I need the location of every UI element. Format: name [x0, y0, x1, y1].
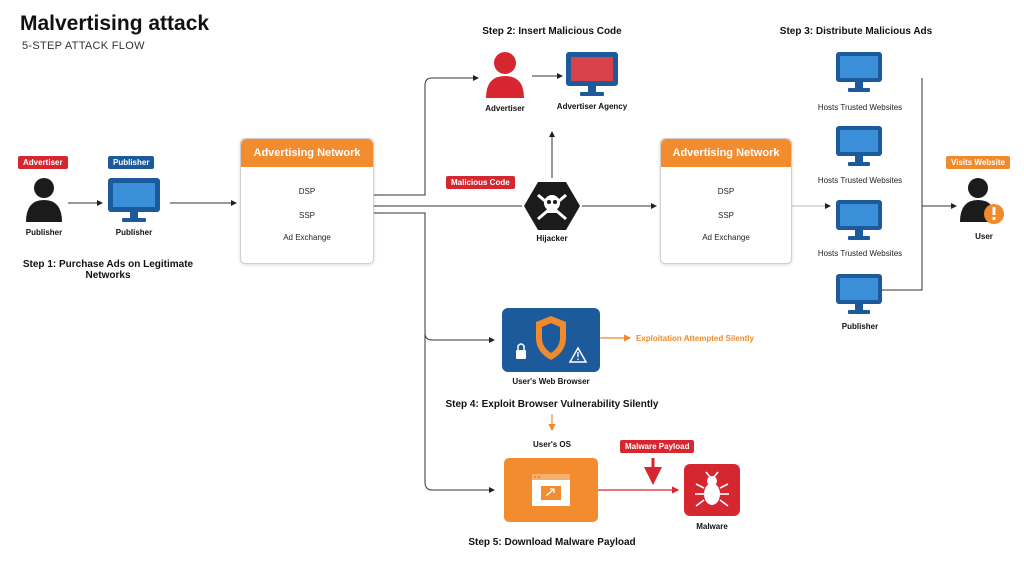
network-right-ssp: SSP — [717, 211, 734, 220]
monitor-icon — [108, 178, 160, 222]
advertiser-label: Advertiser — [485, 104, 525, 113]
publisher-monitor-icon — [836, 274, 882, 314]
publisher-tag: Publisher — [108, 156, 155, 169]
hijacker-label: Hijacker — [536, 234, 568, 243]
malware-bug-icon — [684, 464, 740, 516]
arrow-network-to-os — [424, 333, 495, 493]
network-left-dsp: DSP — [298, 187, 316, 196]
site-label-1: Hosts Trusted Websites — [817, 103, 903, 112]
step2-caption: Step 2: Insert Malicious Code — [482, 26, 622, 37]
network-left-exchange: Ad Exchange — [283, 233, 331, 242]
network-left-title: Advertising Network — [241, 139, 373, 167]
network-left-ssp: SSP — [298, 211, 315, 220]
os-window-icon — [504, 458, 598, 522]
advertising-network-right: Advertising Network DSP SSP Ad Exchange — [660, 138, 792, 264]
advertiser-tag: Advertiser — [18, 156, 68, 169]
malware-label: Malware — [696, 522, 728, 531]
line-sites-to-user — [880, 78, 956, 291]
web-browser-icon — [502, 308, 600, 372]
network-right-exchange: Ad Exchange — [702, 233, 750, 242]
network-right-dsp: DSP — [717, 187, 735, 196]
advertising-network-left: Advertising Network DSP SSP Ad Exchange — [240, 138, 374, 264]
distribute-publisher-label: Publisher — [841, 322, 879, 331]
page-title: Malvertising attack — [20, 12, 210, 35]
skull-crossbones-icon — [524, 182, 580, 230]
agency-monitor-icon — [566, 52, 618, 96]
visits-website-tag: Visits Website — [946, 156, 1010, 169]
person-icon — [26, 178, 62, 222]
site-label-2: Hosts Trusted Websites — [817, 176, 903, 185]
page-subtitle: 5-STEP ATTACK FLOW — [22, 40, 145, 52]
step3-caption: Step 3: Distribute Malicious Ads — [779, 26, 933, 37]
network-right-title: Advertising Network — [661, 139, 791, 167]
user-alert-icon — [960, 178, 1004, 224]
step4-caption: Step 4: Exploit Browser Vulnerability Si… — [445, 399, 659, 410]
advertiser-person-icon — [486, 52, 524, 98]
step5-caption: Step 5: Download Malware Payload — [468, 537, 636, 548]
website-monitor-icon — [836, 52, 882, 92]
monitor-label: Publisher — [115, 228, 153, 237]
arrow-network-to-browser — [374, 212, 495, 343]
arrow-network-to-advertiser — [372, 75, 479, 196]
exploit-note: Exploitation Attempted Silently — [636, 334, 754, 343]
malware-payload-tag: Malware Payload — [620, 440, 695, 453]
browser-label: User's Web Browser — [512, 377, 590, 386]
os-label: User's OS — [533, 440, 571, 449]
step1-caption: Step 1: Purchase Ads on Legitimate Netwo… — [22, 259, 194, 281]
website-monitor-icon — [836, 200, 882, 240]
person-label: Publisher — [25, 228, 63, 237]
site-label-3: Hosts Trusted Websites — [817, 249, 903, 258]
website-monitor-icon — [836, 126, 882, 166]
malicious-code-tag: Malicious Code — [446, 176, 515, 189]
user-label: User — [975, 232, 993, 241]
agency-label: Advertiser Agency — [556, 102, 628, 111]
